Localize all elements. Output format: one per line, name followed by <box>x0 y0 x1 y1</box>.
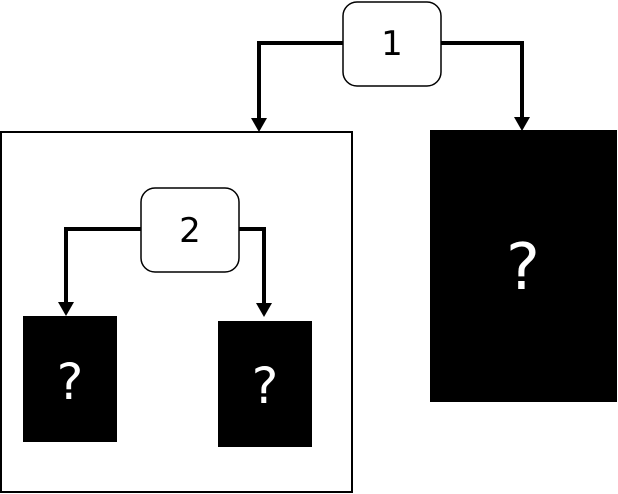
arrowhead-2-left <box>58 302 74 316</box>
card-inner-right-label: ? <box>252 357 279 415</box>
connector-1-to-container <box>257 41 344 118</box>
card-inner-right-box <box>218 321 312 447</box>
card-inner-left-label: ? <box>57 353 84 411</box>
node-2-box <box>140 187 240 273</box>
arrowhead-2-right <box>256 303 272 317</box>
connector-1-to-right-card <box>440 41 524 117</box>
node-1-box <box>342 1 442 87</box>
card-right: ? <box>430 130 617 402</box>
card-inner-left: ? <box>23 316 117 442</box>
card-right-label: ? <box>506 231 540 305</box>
connector-2-to-right-card <box>238 227 266 303</box>
card-inner-right: ? <box>218 321 312 447</box>
node-2-label: 2 <box>179 211 201 251</box>
connector-2-to-left-card <box>64 227 142 302</box>
card-right-box <box>430 130 617 402</box>
arrowhead-1-right <box>514 117 530 131</box>
arrowhead-1-left <box>251 118 267 132</box>
card-inner-left-box <box>23 316 117 442</box>
node-1-label: 1 <box>381 24 403 64</box>
node-2: 2 <box>140 187 240 273</box>
subtree-container <box>0 131 353 493</box>
node-1: 1 <box>342 1 442 87</box>
